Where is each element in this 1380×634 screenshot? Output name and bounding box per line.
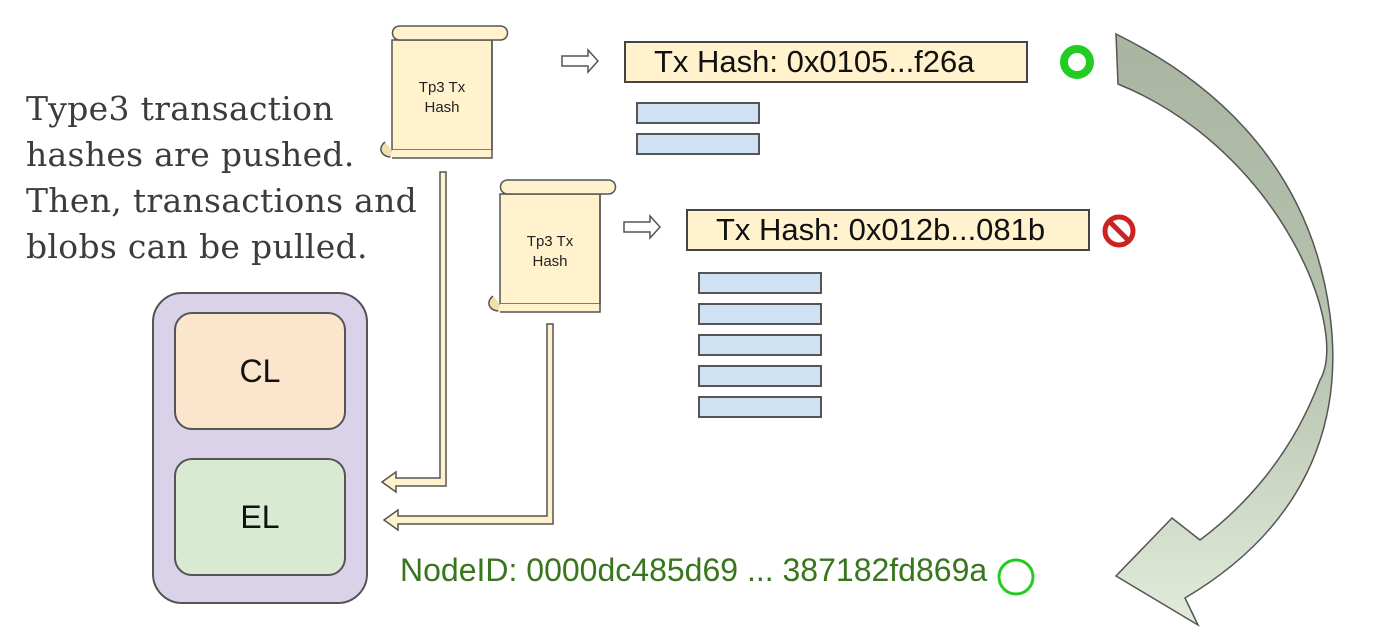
el-layer-box: EL: [174, 458, 346, 576]
caption-line-2: hashes are pushed.: [26, 135, 355, 174]
blob-bar: [636, 102, 760, 124]
curved-flow-arrow: [1114, 32, 1334, 627]
blob-bar: [698, 334, 822, 356]
scroll-label-2-line1: Tp3 Tx: [527, 233, 574, 250]
caption-line-1: Type3 transaction: [26, 89, 334, 128]
scroll-doc-2: Tp3 Tx Hash: [488, 179, 617, 313]
caption-line-4: blobs can be pulled.: [26, 227, 368, 266]
scroll-label-2-line2: Hash: [532, 253, 567, 270]
blob-bar: [698, 396, 822, 418]
green-ring-icon: [1060, 45, 1094, 79]
tx-hash-box-1: Tx Hash: 0x0105...f26a: [624, 41, 1028, 83]
red-prohibited-icon: [1102, 214, 1136, 248]
blob-bar: [636, 133, 760, 155]
scroll-doc-1: Tp3 Tx Hash: [380, 25, 509, 159]
push-arrow-1: [561, 48, 600, 74]
blob-bar: [698, 272, 822, 294]
pull-arrow-1: [380, 171, 447, 494]
caption-text: Type3 transaction hashes are pushed. The…: [26, 86, 426, 270]
cl-layer-box: CL: [174, 312, 346, 430]
node-id-text: NodeID: 0000dc485d69 ... 387182fd869a: [400, 552, 988, 588]
pull-arrow-2: [382, 323, 554, 532]
blob-bar: [698, 365, 822, 387]
tx-hash-box-2: Tx Hash: 0x012b...081b: [686, 209, 1090, 251]
scroll-label-1-line2: Hash: [424, 99, 459, 116]
caption-line-3: Then, transactions and: [26, 181, 418, 220]
blob-bar: [698, 303, 822, 325]
scroll-label-1-line1: Tp3 Tx: [419, 79, 466, 96]
nodeid-suffix-ring-icon: [997, 558, 1035, 596]
push-arrow-2: [623, 214, 662, 240]
